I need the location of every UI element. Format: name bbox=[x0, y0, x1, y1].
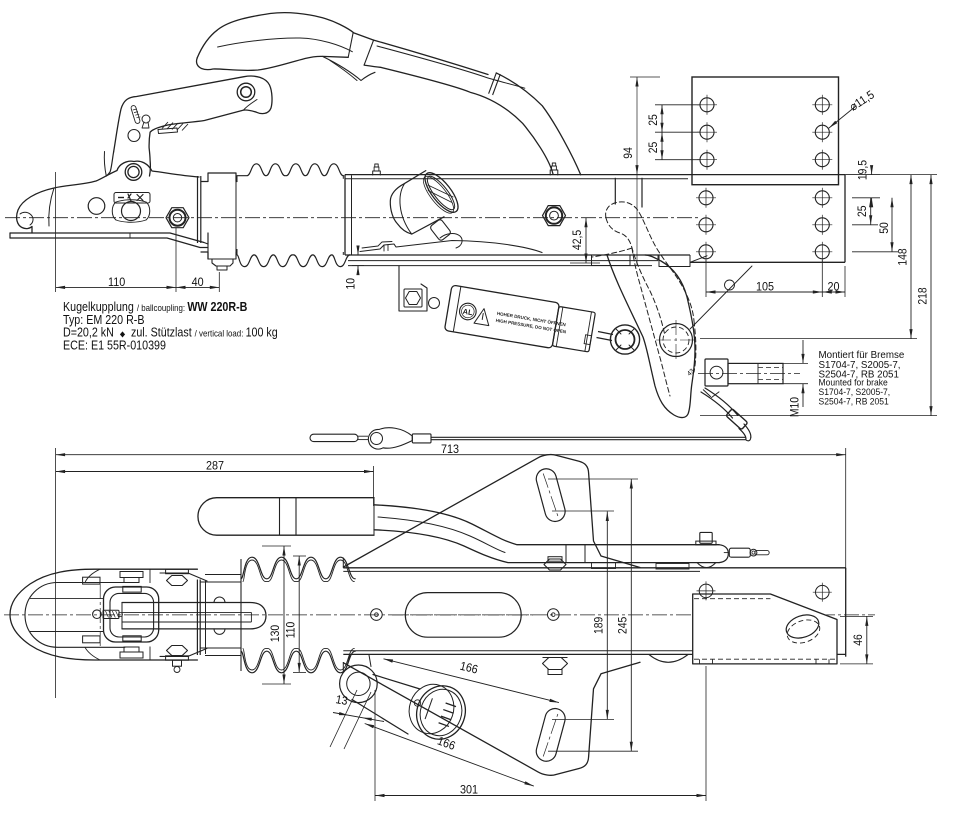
svg-text:94: 94 bbox=[623, 147, 636, 159]
svg-text:D=20,2 kN ◆ zul. Stützlast /: D=20,2 kN ◆ zul. Stützlast / vertical lo… bbox=[63, 326, 278, 340]
svg-text:ECE: E1 55R-010399: ECE: E1 55R-010399 bbox=[63, 339, 166, 353]
svg-text:287: 287 bbox=[206, 460, 224, 473]
svg-text:Mounted for brake: Mounted for brake bbox=[819, 377, 888, 387]
svg-text:S2504-7, RB 2051: S2504-7, RB 2051 bbox=[819, 369, 900, 380]
svg-text:245: 245 bbox=[617, 617, 630, 634]
svg-text:AL: AL bbox=[462, 307, 474, 318]
svg-text:40: 40 bbox=[192, 276, 204, 289]
svg-text:S1704-7, S2005-7,: S1704-7, S2005-7, bbox=[819, 387, 891, 397]
svg-text:110: 110 bbox=[285, 622, 298, 638]
svg-text:43: 43 bbox=[686, 368, 696, 378]
svg-text:13: 13 bbox=[335, 694, 349, 709]
svg-text:25: 25 bbox=[857, 206, 870, 218]
svg-text:713: 713 bbox=[441, 443, 459, 456]
svg-text:46: 46 bbox=[852, 634, 865, 646]
svg-text:218: 218 bbox=[917, 287, 930, 304]
svg-text:50: 50 bbox=[879, 222, 892, 234]
svg-text:10: 10 bbox=[345, 278, 358, 290]
svg-text:20: 20 bbox=[827, 281, 839, 294]
svg-text:130: 130 bbox=[270, 625, 283, 642]
svg-text:25: 25 bbox=[648, 142, 661, 154]
svg-text:166: 166 bbox=[459, 660, 480, 677]
svg-text:19,5: 19,5 bbox=[857, 160, 870, 180]
svg-text:189: 189 bbox=[593, 617, 606, 634]
svg-text:25: 25 bbox=[648, 114, 661, 126]
svg-text:105: 105 bbox=[756, 281, 774, 294]
svg-text:148: 148 bbox=[897, 248, 910, 265]
svg-text:Kugelkupplung / ballcoupling:: Kugelkupplung / ballcoupling: WW 220R-B bbox=[63, 300, 247, 314]
svg-text:301: 301 bbox=[460, 784, 478, 797]
svg-text:Montiert für Bremse: Montiert für Bremse bbox=[819, 350, 905, 361]
svg-text:M10: M10 bbox=[789, 397, 802, 417]
svg-text:110: 110 bbox=[108, 276, 125, 289]
svg-text:166: 166 bbox=[435, 735, 456, 753]
svg-text:S1704-7, S2005-7,: S1704-7, S2005-7, bbox=[819, 360, 901, 371]
svg-text:Typ: EM 220 R-B: Typ: EM 220 R-B bbox=[63, 313, 145, 327]
svg-text:42,5: 42,5 bbox=[572, 230, 585, 250]
svg-text:S2504-7, RB 2051: S2504-7, RB 2051 bbox=[819, 396, 889, 406]
